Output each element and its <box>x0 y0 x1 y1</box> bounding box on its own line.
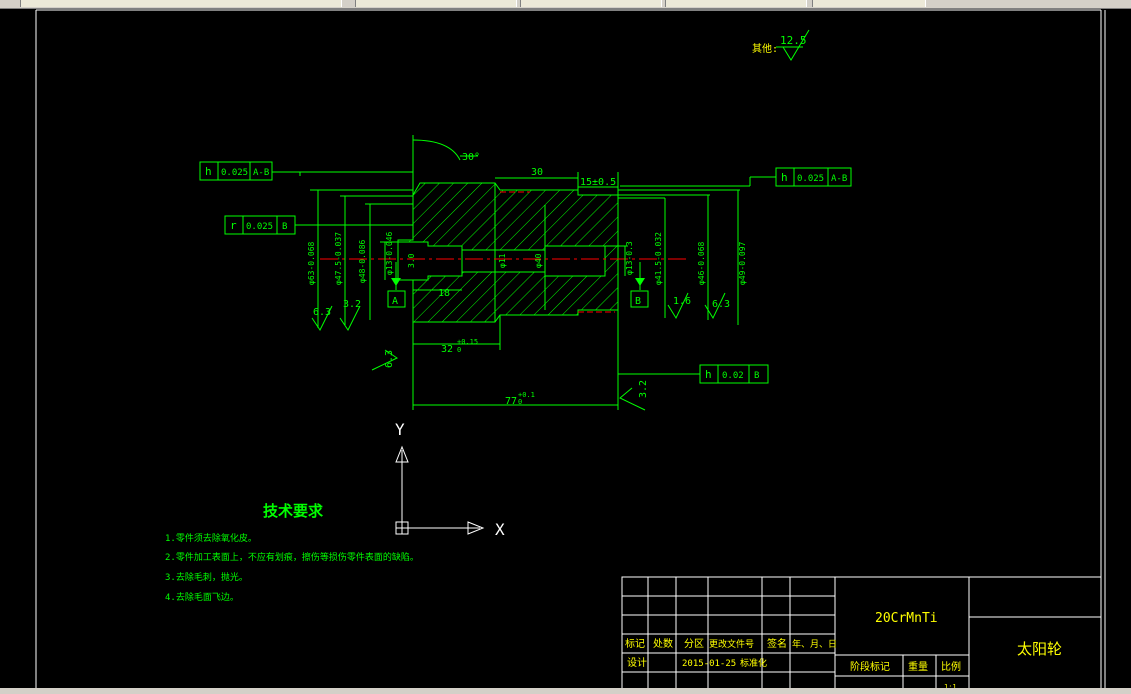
tech-item-3: 3.去除毛刺，抛光。 <box>165 571 248 583</box>
length-30: 30 <box>531 167 543 178</box>
tolerance-frame-2 <box>224 215 296 235</box>
length-18: 18 <box>438 288 450 299</box>
length-32: 32 <box>441 344 453 355</box>
tb-mark: 标记 <box>625 638 645 650</box>
toolbar-segment[interactable] <box>665 0 807 7</box>
tb-weight: 重量 <box>908 660 928 673</box>
tol2-sym: r <box>230 219 237 232</box>
dimension-texts: 30° 30 15±0.5 18 32 +0.15 0 77 +0.1 0 φ6… <box>307 152 747 407</box>
title-block <box>621 576 1102 691</box>
rough-32a: 3.2 <box>343 299 361 310</box>
tol3-ref: A-B <box>831 174 847 184</box>
dia-11: φ11 <box>498 253 507 268</box>
toolbar-segment[interactable] <box>355 0 517 7</box>
toolbar-segment[interactable] <box>520 0 662 7</box>
status-bar <box>0 688 1131 694</box>
tb-scale: 比例 <box>941 660 961 673</box>
tol4-ref: B <box>754 371 759 381</box>
ucs-x-label: X <box>495 520 505 539</box>
dia-49: φ49-0.097 <box>738 241 747 285</box>
title-block-texts: 标记 处数 分区 更改文件号 签名 年、月、日 设计 2015-01-25 标准… <box>625 611 1062 691</box>
toolbar-segment[interactable] <box>812 0 926 7</box>
tb-standard: 标准化 <box>740 657 767 669</box>
datum-a: A <box>387 262 406 308</box>
roughness-value: 12.5 <box>780 34 807 47</box>
tb-count: 处数 <box>653 637 673 650</box>
roughness-symbol <box>776 29 810 61</box>
tol4-sym: h <box>705 368 712 381</box>
rough-63b: 6.3 <box>384 350 395 368</box>
tb-part-name: 太阳轮 <box>1017 640 1062 658</box>
tol1-val: 0.025 <box>221 168 248 178</box>
tolerance-frame-1 <box>199 161 300 181</box>
toolbar-segment[interactable] <box>20 0 342 7</box>
tolerance-frame-3 <box>750 167 852 187</box>
dia-41: φ41.5-0.032 <box>654 232 663 285</box>
tb-stage: 阶段标记 <box>850 660 890 673</box>
tol4-val: 0.02 <box>722 371 744 381</box>
tech-item-4: 4.去除毛面飞边。 <box>165 591 239 603</box>
dia-48: φ48-0.086 <box>358 239 367 283</box>
tb-design: 设计 <box>627 656 647 669</box>
tech-item-1: 1.零件须去除氧化皮。 <box>165 532 257 544</box>
dia-63: φ63-0.068 <box>307 241 316 285</box>
tb-change-doc: 更改文件号 <box>709 638 754 650</box>
dia-13b: φ13-0.3 <box>625 241 634 275</box>
dia-46: φ46-0.068 <box>697 241 706 285</box>
tb-zone: 分区 <box>684 638 704 650</box>
length-15: 15±0.5 <box>580 177 616 188</box>
length-77-tol0: 0 <box>518 398 522 406</box>
tb-material: 20CrMnTi <box>875 611 938 626</box>
tol3-val: 0.025 <box>797 174 824 184</box>
ucs-icon[interactable] <box>395 445 485 535</box>
tol1-ref: A-B <box>253 168 269 178</box>
rough-16: 1.6 <box>673 296 691 307</box>
tb-date: 年、月、日 <box>792 638 837 650</box>
small-tol: 3.0 <box>407 253 416 268</box>
length-77-tol: +0.1 <box>518 391 535 399</box>
tol1-sym: h <box>205 165 212 178</box>
datum-a-label: A <box>392 296 398 307</box>
tol2-ref: B <box>282 222 287 232</box>
length-77: 77 <box>505 396 517 407</box>
top-toolbar <box>0 0 1131 9</box>
rough-63c: 6.3 <box>712 299 730 310</box>
rough-63a: 6.3 <box>313 307 331 318</box>
ucs-y-label: Y <box>395 420 405 439</box>
dia-13: φ13-0.046 <box>385 231 394 275</box>
part-section <box>320 182 690 323</box>
drawing-border <box>35 9 1106 690</box>
angle-dim: 30° <box>462 152 480 163</box>
dimension-lines <box>295 135 751 411</box>
datum-b-label: B <box>635 296 641 307</box>
roughness-note: 其他: 12.5 <box>752 29 810 61</box>
tol3-sym: h <box>781 171 788 184</box>
tech-item-2: 2.零件加工表面上，不应有划痕，擦伤等损伤零件表面的缺陷。 <box>165 551 419 563</box>
datum-b: B <box>630 262 649 308</box>
roughness-prefix: 其他: <box>752 42 778 55</box>
tolerance-frame-4 <box>699 364 769 384</box>
dia-40: φ40 <box>534 253 543 268</box>
tech-title: 技术要求 <box>263 502 324 520</box>
length-32-tol0: 0 <box>457 346 461 354</box>
rough-32b: 3.2 <box>638 380 649 398</box>
length-32-tol: +0.15 <box>457 338 478 346</box>
tb-scale-value: 1:1 <box>944 683 957 691</box>
dia-47: φ47.5-0.037 <box>334 232 343 285</box>
tb-date-value: 2015-01-25 <box>682 659 736 669</box>
tol2-val: 0.025 <box>246 222 273 232</box>
tb-sign: 签名 <box>767 637 787 650</box>
